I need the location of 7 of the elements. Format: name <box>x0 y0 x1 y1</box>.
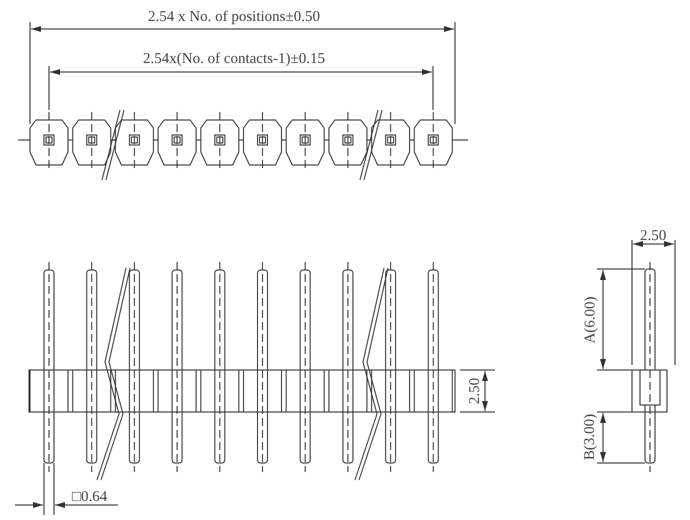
dimension-label: 2.50 <box>467 378 484 404</box>
dimension-label: 2.54x(No. of contacts-1)±0.15 <box>143 51 325 67</box>
dimension-label: 2.54 x No. of positions±0.50 <box>148 9 320 25</box>
dimension-label: B(3.00) <box>582 414 598 460</box>
dimension-label: 2.50 <box>640 228 666 244</box>
dimension-label: □0.64 <box>72 489 108 505</box>
dimension-label: A(6.00) <box>582 296 598 344</box>
